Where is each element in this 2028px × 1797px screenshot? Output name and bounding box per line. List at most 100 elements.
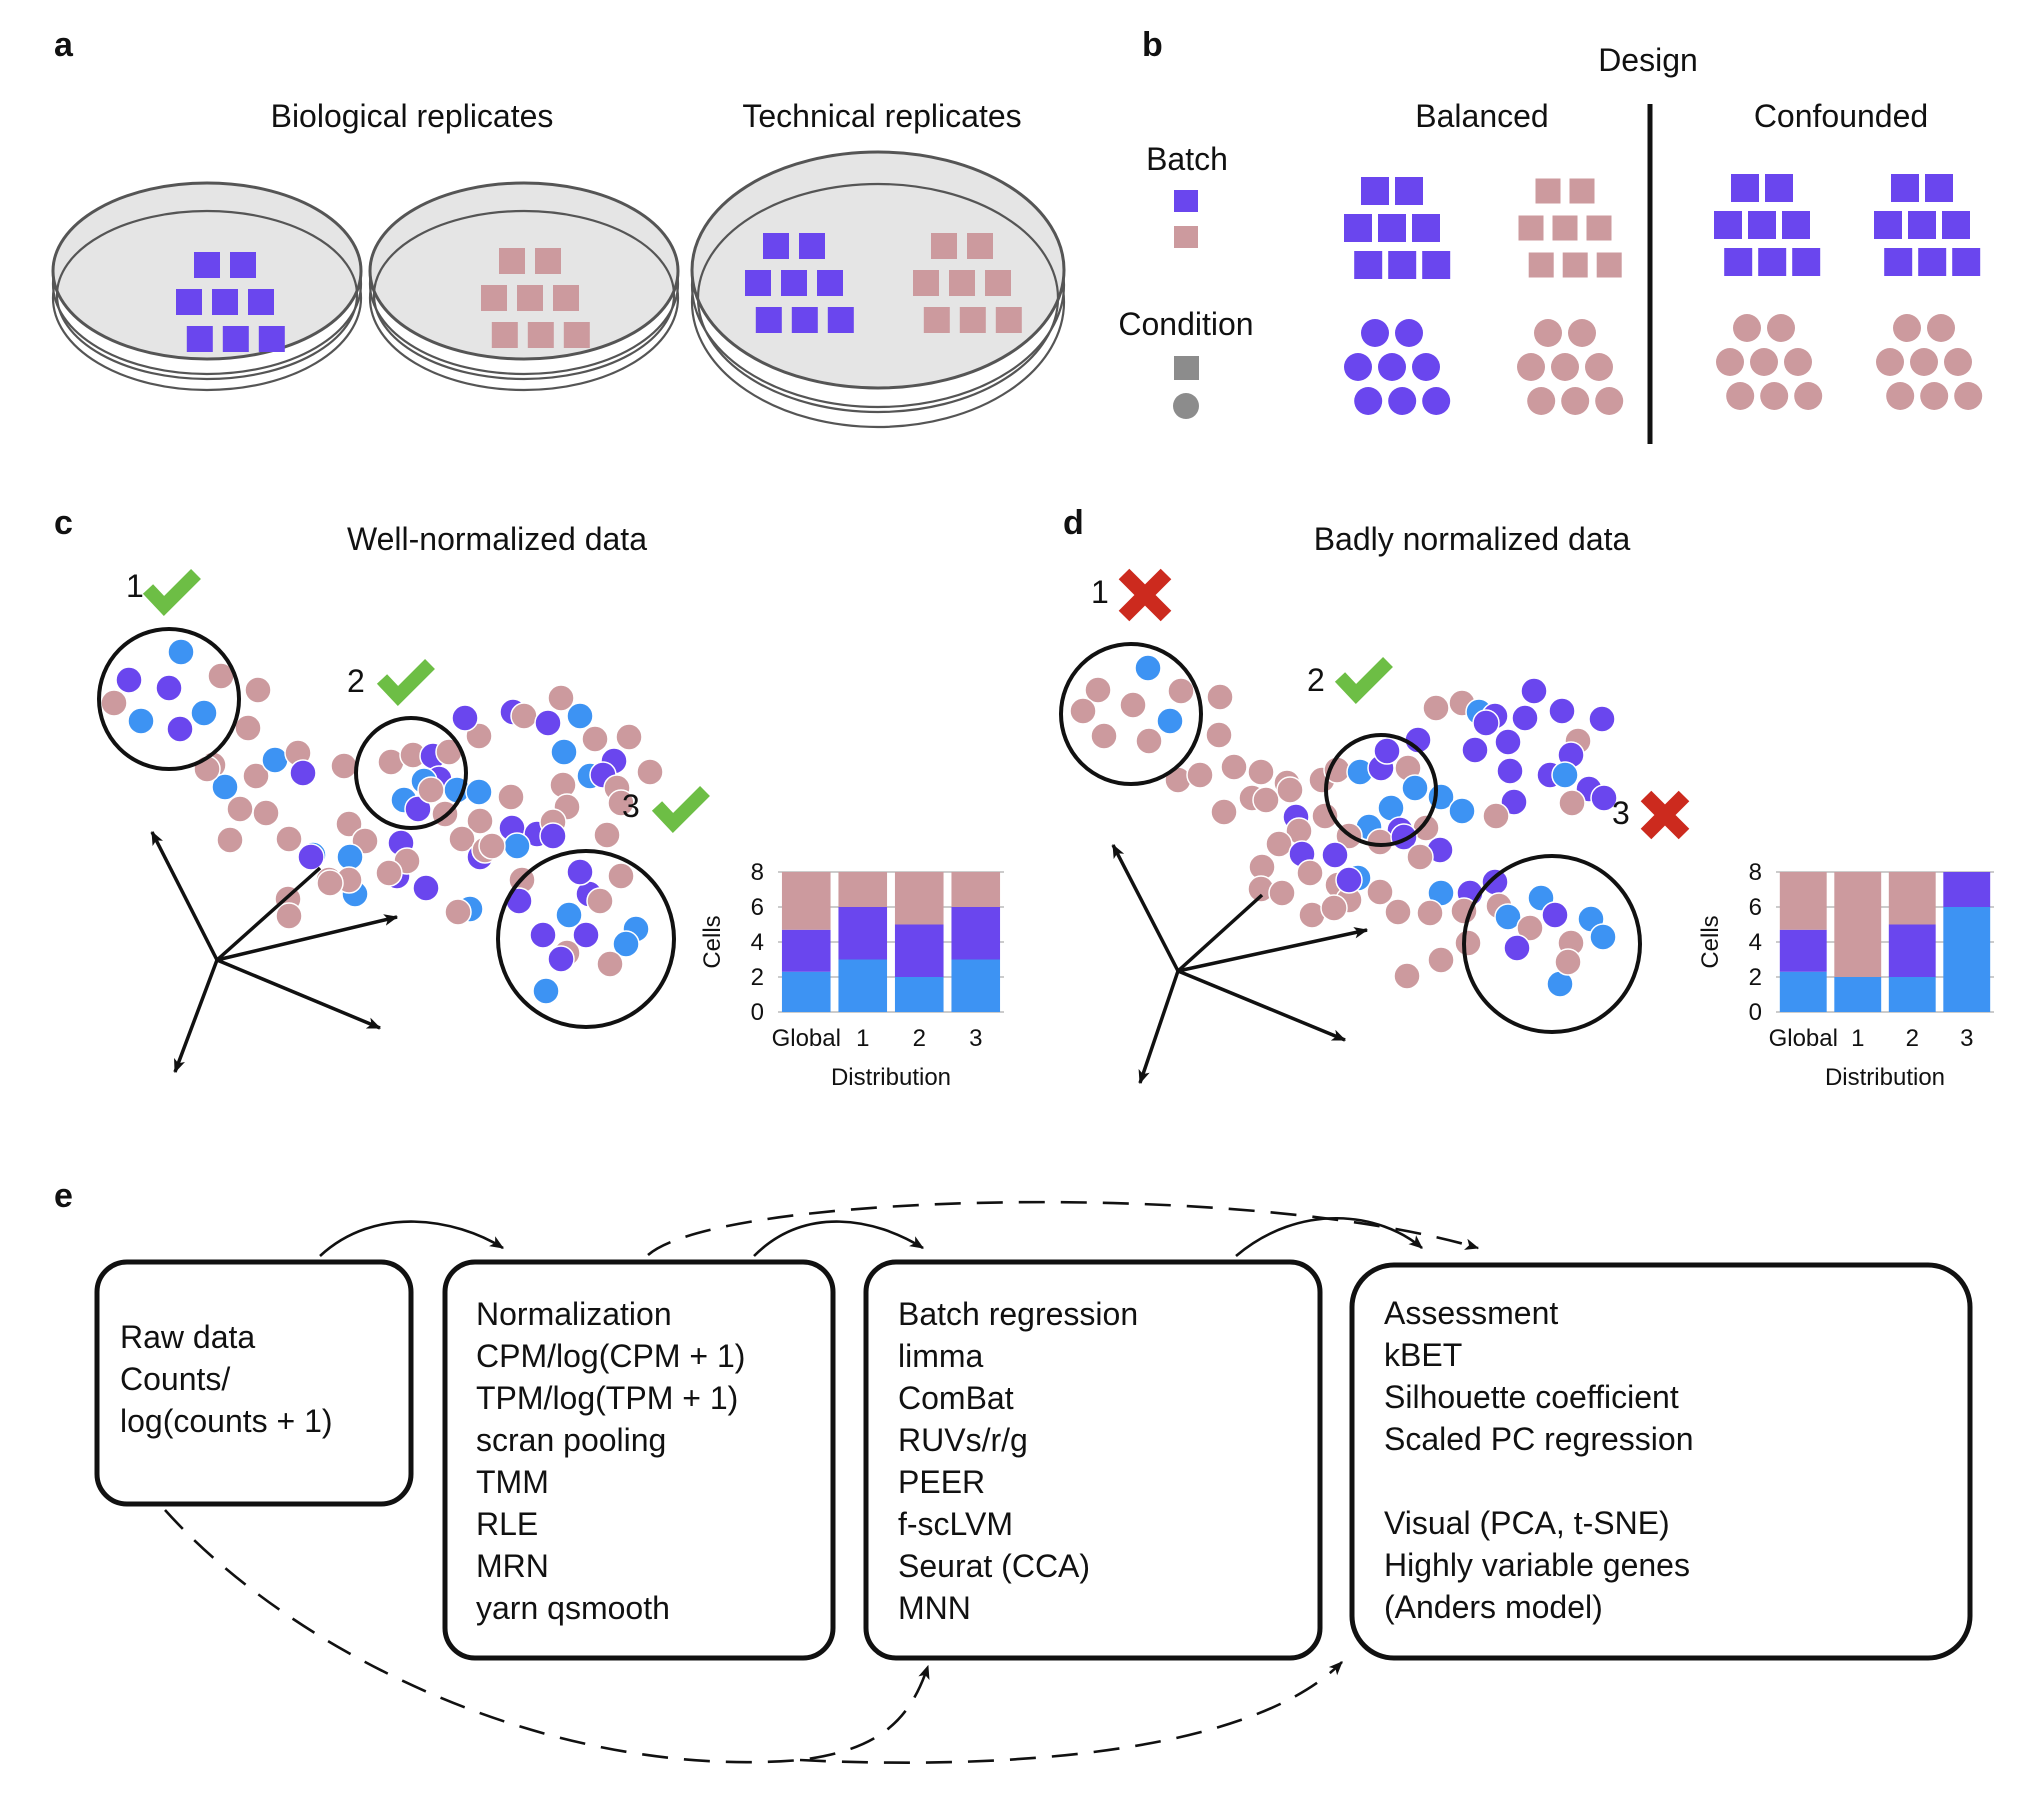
panel-label-e: e xyxy=(54,1177,73,1215)
cell-circle xyxy=(1944,348,1972,376)
bar-segment xyxy=(894,924,944,977)
cell-circle xyxy=(1354,387,1383,415)
y-tick-label: 0 xyxy=(751,999,764,1026)
bar-segment xyxy=(1779,929,1827,972)
cell-dot xyxy=(1366,878,1394,906)
cell-dot xyxy=(1373,737,1401,765)
cell-square xyxy=(1891,174,1919,202)
cell-dot xyxy=(1554,948,1582,976)
cell-circle xyxy=(1422,387,1451,415)
raw-to-normalization-arrow xyxy=(319,1220,504,1257)
x-tick-label: 1 xyxy=(856,1025,869,1052)
cell-dot xyxy=(1450,897,1478,925)
cell-dot xyxy=(1335,866,1363,894)
cell-square xyxy=(553,285,579,311)
batch-regression-line: f-scLVM xyxy=(898,1506,1013,1542)
bar-segment xyxy=(838,907,888,960)
normalization-line: TPM/log(TPM + 1) xyxy=(476,1380,738,1416)
neighborhood-d-3-circle xyxy=(1462,854,1642,1034)
cell-circle xyxy=(1784,348,1812,376)
cell-dot xyxy=(539,822,567,850)
cell-square xyxy=(1422,251,1451,279)
cell-square xyxy=(1782,211,1810,239)
cell-dot xyxy=(612,930,640,958)
design-label: Design xyxy=(1598,42,1698,78)
cell-square xyxy=(1586,215,1612,241)
cell-circle xyxy=(1527,387,1556,415)
assessment-line: Scaled PC regression xyxy=(1384,1421,1693,1457)
neighborhood-d-3: 3 xyxy=(1462,790,1690,1034)
cell-square xyxy=(1942,211,1970,239)
dish-cells xyxy=(176,233,1022,352)
scatter-d xyxy=(1069,654,1618,998)
raw-to-assessment-dashed-arrow xyxy=(799,1661,1343,1764)
assessment-line: kBET xyxy=(1384,1337,1462,1373)
cell-square xyxy=(913,270,939,296)
batch-regression-line: Batch regression xyxy=(898,1296,1138,1332)
neighborhood-c-3-number: 3 xyxy=(622,788,640,824)
neighborhood-d-2: 2 xyxy=(1307,657,1438,847)
neighborhood-d-1-number: 1 xyxy=(1091,574,1109,610)
y-tick-label: 6 xyxy=(751,894,764,921)
cell-square xyxy=(1724,248,1753,276)
cross-icon xyxy=(1118,568,1172,622)
bar-segment xyxy=(951,907,1001,960)
cell-dot xyxy=(252,799,280,827)
normalization-line: TMM xyxy=(476,1464,549,1500)
y-tick-label: 0 xyxy=(1749,999,1762,1026)
axes-c xyxy=(150,830,399,1074)
assessment-box xyxy=(1349,1262,1973,1661)
bar-segment xyxy=(951,872,1001,907)
normalization-to-batch-arrow xyxy=(753,1220,924,1257)
bar-segment xyxy=(781,872,831,930)
cell-dot xyxy=(1156,707,1184,735)
neighborhood-d-2-circle xyxy=(1324,733,1438,847)
bar-segment xyxy=(1779,971,1827,1012)
cell-dot xyxy=(451,704,479,732)
petri-dish-bio-1 xyxy=(51,181,363,392)
cell-dot xyxy=(1220,753,1248,781)
cell-dot xyxy=(336,843,364,871)
cell-square xyxy=(1731,174,1759,202)
cell-dot xyxy=(1186,761,1214,789)
cell-dot xyxy=(636,758,664,786)
cell-dot xyxy=(1590,784,1618,812)
cell-square xyxy=(827,307,854,333)
cell-square xyxy=(499,248,525,274)
cell-dot xyxy=(316,869,344,897)
cell-square xyxy=(481,285,507,311)
x-tick-label: 2 xyxy=(913,1025,926,1052)
check-icon xyxy=(1334,657,1393,705)
assessment-line: Visual (PCA, t-SNE) xyxy=(1384,1505,1670,1541)
cell-dot xyxy=(1134,654,1162,682)
cell-dot xyxy=(226,795,254,823)
design-cells xyxy=(1344,174,1983,415)
cell-dot xyxy=(211,773,239,801)
cell-dot xyxy=(234,714,262,742)
cell-dot xyxy=(1511,704,1539,732)
cell-square xyxy=(949,270,975,296)
x-tick-label: 3 xyxy=(1960,1025,1973,1052)
cell-dot xyxy=(1069,697,1097,725)
bar-segment xyxy=(1888,924,1936,977)
cell-dot xyxy=(275,825,303,853)
cell-dot xyxy=(1296,859,1324,887)
cell-square xyxy=(1596,252,1622,278)
cell-dot xyxy=(261,746,289,774)
cell-dot xyxy=(1588,705,1616,733)
panel-label-a: a xyxy=(54,26,74,64)
batch-regression-line: limma xyxy=(898,1338,984,1374)
cell-dot xyxy=(375,859,403,887)
cell-square xyxy=(535,248,561,274)
bar-segment xyxy=(1779,872,1827,930)
cell-dot xyxy=(1265,830,1293,858)
normalization-line: CPM/log(CPM + 1) xyxy=(476,1338,745,1374)
batch-regression-line: RUVs/r/g xyxy=(898,1422,1028,1458)
cell-dot xyxy=(572,921,600,949)
assessment-text: Assessment kBET Silhouette coefficient S… xyxy=(1384,1295,1693,1625)
cell-square xyxy=(1758,248,1787,276)
y-axis-label: Cells xyxy=(699,915,726,968)
cell-dot xyxy=(155,674,183,702)
